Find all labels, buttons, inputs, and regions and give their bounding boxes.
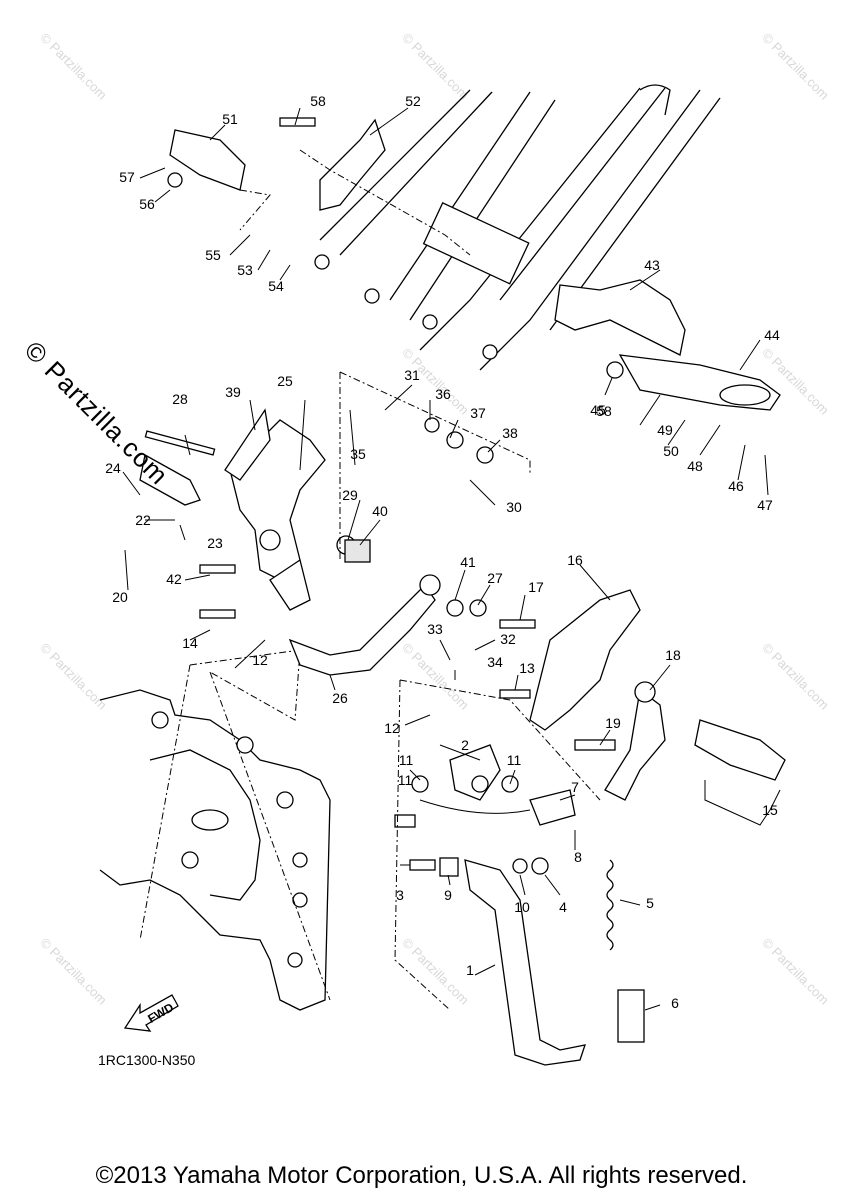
callout-25: 25 xyxy=(277,373,293,389)
callout-10: 10 xyxy=(514,899,530,915)
callout-6: 6 xyxy=(671,995,679,1011)
callout-12: 12 xyxy=(252,652,268,668)
callout-51: 51 xyxy=(222,111,238,127)
callout-43: 43 xyxy=(644,257,660,273)
callout-7: 7 xyxy=(571,779,579,795)
callout-23: 23 xyxy=(207,535,223,551)
callout-8: 8 xyxy=(574,849,582,865)
rear-frame-rails xyxy=(314,84,721,371)
callout-17: 17 xyxy=(528,579,544,595)
callout-29: 29 xyxy=(342,487,358,503)
callout-52: 52 xyxy=(405,93,421,109)
fwd-arrow xyxy=(123,994,179,1032)
callout-32: 32 xyxy=(500,631,516,647)
callout-39: 39 xyxy=(225,384,241,400)
callout-37: 37 xyxy=(470,405,486,421)
callout-19: 19 xyxy=(605,715,621,731)
copyright-notice: ©2013 Yamaha Motor Corporation, U.S.A. A… xyxy=(95,1162,748,1189)
front-footrest-bracket xyxy=(224,408,326,611)
shift-footrest-bracket xyxy=(529,589,786,801)
callout-1: 1 xyxy=(466,962,474,978)
callout-55: 55 xyxy=(205,247,221,263)
callout-20: 20 xyxy=(112,589,128,605)
callout-3: 3 xyxy=(396,887,404,903)
callout-14: 14 xyxy=(182,635,198,651)
callout-16: 16 xyxy=(567,552,583,568)
front-footrest-left xyxy=(139,453,201,506)
callout-56: 56 xyxy=(139,196,155,212)
callout-47: 47 xyxy=(757,497,773,513)
callout-33: 33 xyxy=(427,621,443,637)
callout-58: 58 xyxy=(310,93,326,109)
callout-2: 2 xyxy=(461,737,469,753)
callout-57: 57 xyxy=(119,169,135,185)
leader-lines xyxy=(122,107,781,1011)
callout-50: 50 xyxy=(663,443,679,459)
callout-58: 58 xyxy=(596,403,612,419)
rear-footrest-bracket-left xyxy=(169,118,386,211)
callout-11: 11 xyxy=(398,772,413,788)
callout-15: 15 xyxy=(762,802,778,818)
sidestand-switch xyxy=(394,789,576,828)
callout-41: 41 xyxy=(460,554,476,570)
brake-pedal xyxy=(288,574,441,676)
callout-42: 42 xyxy=(166,571,182,587)
callout-13: 13 xyxy=(519,660,535,676)
main-frame-section xyxy=(99,649,331,1011)
callout-24: 24 xyxy=(105,460,121,476)
callout-36: 36 xyxy=(435,386,451,402)
callout-26: 26 xyxy=(332,690,348,706)
callout-40: 40 xyxy=(372,503,388,519)
callout-11: 11 xyxy=(399,752,414,768)
callout-5: 5 xyxy=(646,895,654,911)
callout-12: 12 xyxy=(384,720,400,736)
callout-48: 48 xyxy=(687,458,703,474)
callout-54: 54 xyxy=(268,278,284,294)
drawing-code: 1RC1300-N350 xyxy=(98,1052,196,1068)
callout-27: 27 xyxy=(487,570,503,586)
callout-44: 44 xyxy=(764,327,780,343)
bolts-and-washers xyxy=(144,117,656,877)
callout-18: 18 xyxy=(665,647,681,663)
callout-49: 49 xyxy=(657,422,673,438)
callout-22: 22 xyxy=(135,512,151,528)
callout-31: 31 xyxy=(404,367,420,383)
callout-46: 46 xyxy=(728,478,744,494)
callout-11: 11 xyxy=(507,752,522,768)
callout-9: 9 xyxy=(444,887,452,903)
rear-footrest-bracket-right xyxy=(554,279,781,411)
callout-34: 34 xyxy=(487,654,503,670)
callout-30: 30 xyxy=(506,499,522,515)
callout-35: 35 xyxy=(350,446,366,462)
callout-4: 4 xyxy=(559,899,567,915)
callout-53: 53 xyxy=(237,262,253,278)
callout-45: 45 xyxy=(590,402,606,418)
callout-38: 38 xyxy=(502,425,518,441)
callout-28: 28 xyxy=(172,391,188,407)
